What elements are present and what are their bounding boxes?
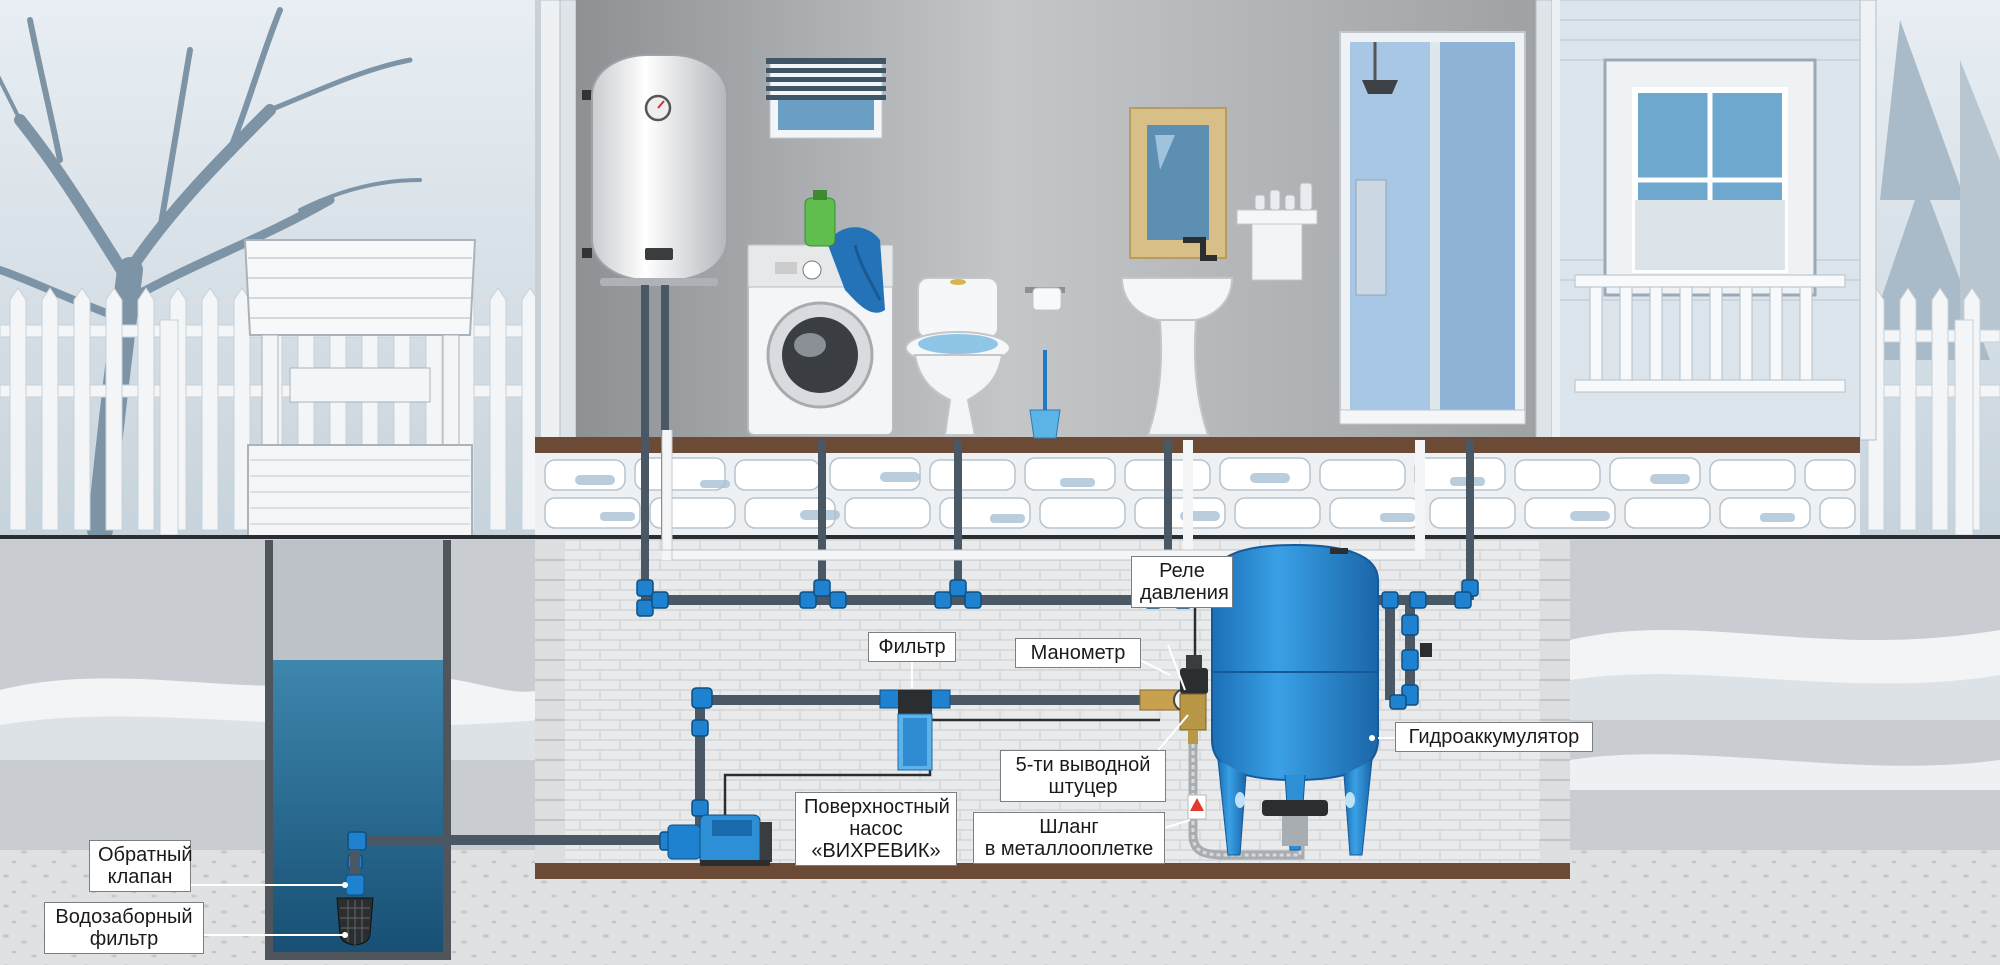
- five-way-fitting-icon: [1179, 693, 1207, 744]
- label-pressure-relay: Реле давления: [1131, 556, 1233, 608]
- label-check-valve-line2: клапан: [107, 866, 173, 888]
- well-shaft: [265, 540, 451, 960]
- label-intake-filter: Водозаборный фильтр: [44, 902, 204, 954]
- toilet-icon: [905, 277, 1011, 436]
- label-five-way-fitting-line1: 5-ти выводной: [1015, 754, 1151, 776]
- floor-beam: [535, 437, 1860, 453]
- label-filter: Фильтр: [868, 632, 956, 662]
- hydroaccumulator-icon: [1211, 543, 1379, 856]
- mirror-icon: [1129, 107, 1227, 259]
- well-icon: [243, 239, 477, 541]
- label-intake-filter-line1: Водозаборный: [55, 906, 193, 928]
- label-check-valve-line1: Обратный: [98, 844, 193, 866]
- toilet-paper-icon: [1025, 287, 1065, 311]
- warning-sign-icon: [1187, 794, 1207, 820]
- tree-icon: [0, 7, 422, 543]
- label-manometer: Манометр: [1015, 638, 1141, 668]
- label-pressure-relay-line1: Реле: [1159, 560, 1205, 582]
- washing-machine-icon: [747, 227, 894, 436]
- drain-pipes: [662, 430, 1425, 560]
- toilet-brush-icon: [1029, 350, 1061, 439]
- bathroom-shelf-icon: [1236, 182, 1318, 281]
- detergent-bottle-icon: [804, 190, 836, 247]
- sink-icon: [1120, 237, 1234, 436]
- label-accumulator-line1: Гидроаккумулятор: [1408, 726, 1580, 748]
- label-manometer-line1: Манометр: [1030, 642, 1126, 664]
- shower-cabin-icon: [1339, 31, 1526, 425]
- boiler-icon: [582, 54, 728, 286]
- label-braided-hose-line2: в металлооплетке: [984, 838, 1154, 860]
- label-intake-filter-line2: фильтр: [89, 928, 159, 950]
- surface-pump-icon: [667, 814, 772, 866]
- filter-icon: [879, 689, 951, 771]
- label-braided-hose-line1: Шланг: [1039, 816, 1099, 838]
- pine-tree-icon: [1860, 20, 2000, 360]
- label-five-way-fitting-line2: штуцер: [1048, 776, 1118, 798]
- label-filter-line1: Фильтр: [878, 636, 946, 658]
- label-surface-pump-line3: «ВИХРЕВИК»: [811, 840, 941, 862]
- label-accumulator: Гидроаккумулятор: [1395, 722, 1593, 752]
- label-surface-pump: Поверхностный насос «ВИХРЕВИК»: [795, 792, 957, 866]
- window-icon: [1603, 58, 1817, 297]
- pump-cable: [723, 718, 1160, 815]
- valve-icon: [1420, 643, 1432, 657]
- basement-floor: [535, 863, 1570, 879]
- intake-filter-icon: [336, 897, 374, 946]
- pressure-relay-icon: [1180, 600, 1208, 694]
- label-surface-pump-line1: Поверхностный: [804, 796, 950, 818]
- check-valve-icon: [345, 874, 365, 896]
- label-five-way-fitting: 5-ти выводной штуцер: [1000, 750, 1166, 802]
- label-pressure-relay-line2: давления: [1140, 582, 1229, 604]
- label-surface-pump-line2: насос: [849, 818, 903, 840]
- window-icon: [766, 58, 886, 139]
- pipe-fittings: [347, 579, 1479, 870]
- label-check-valve: Обратный клапан: [89, 840, 193, 892]
- neighbor-house: [1549, 0, 1877, 441]
- label-braided-hose: Шланг в металлооплетке: [973, 812, 1165, 864]
